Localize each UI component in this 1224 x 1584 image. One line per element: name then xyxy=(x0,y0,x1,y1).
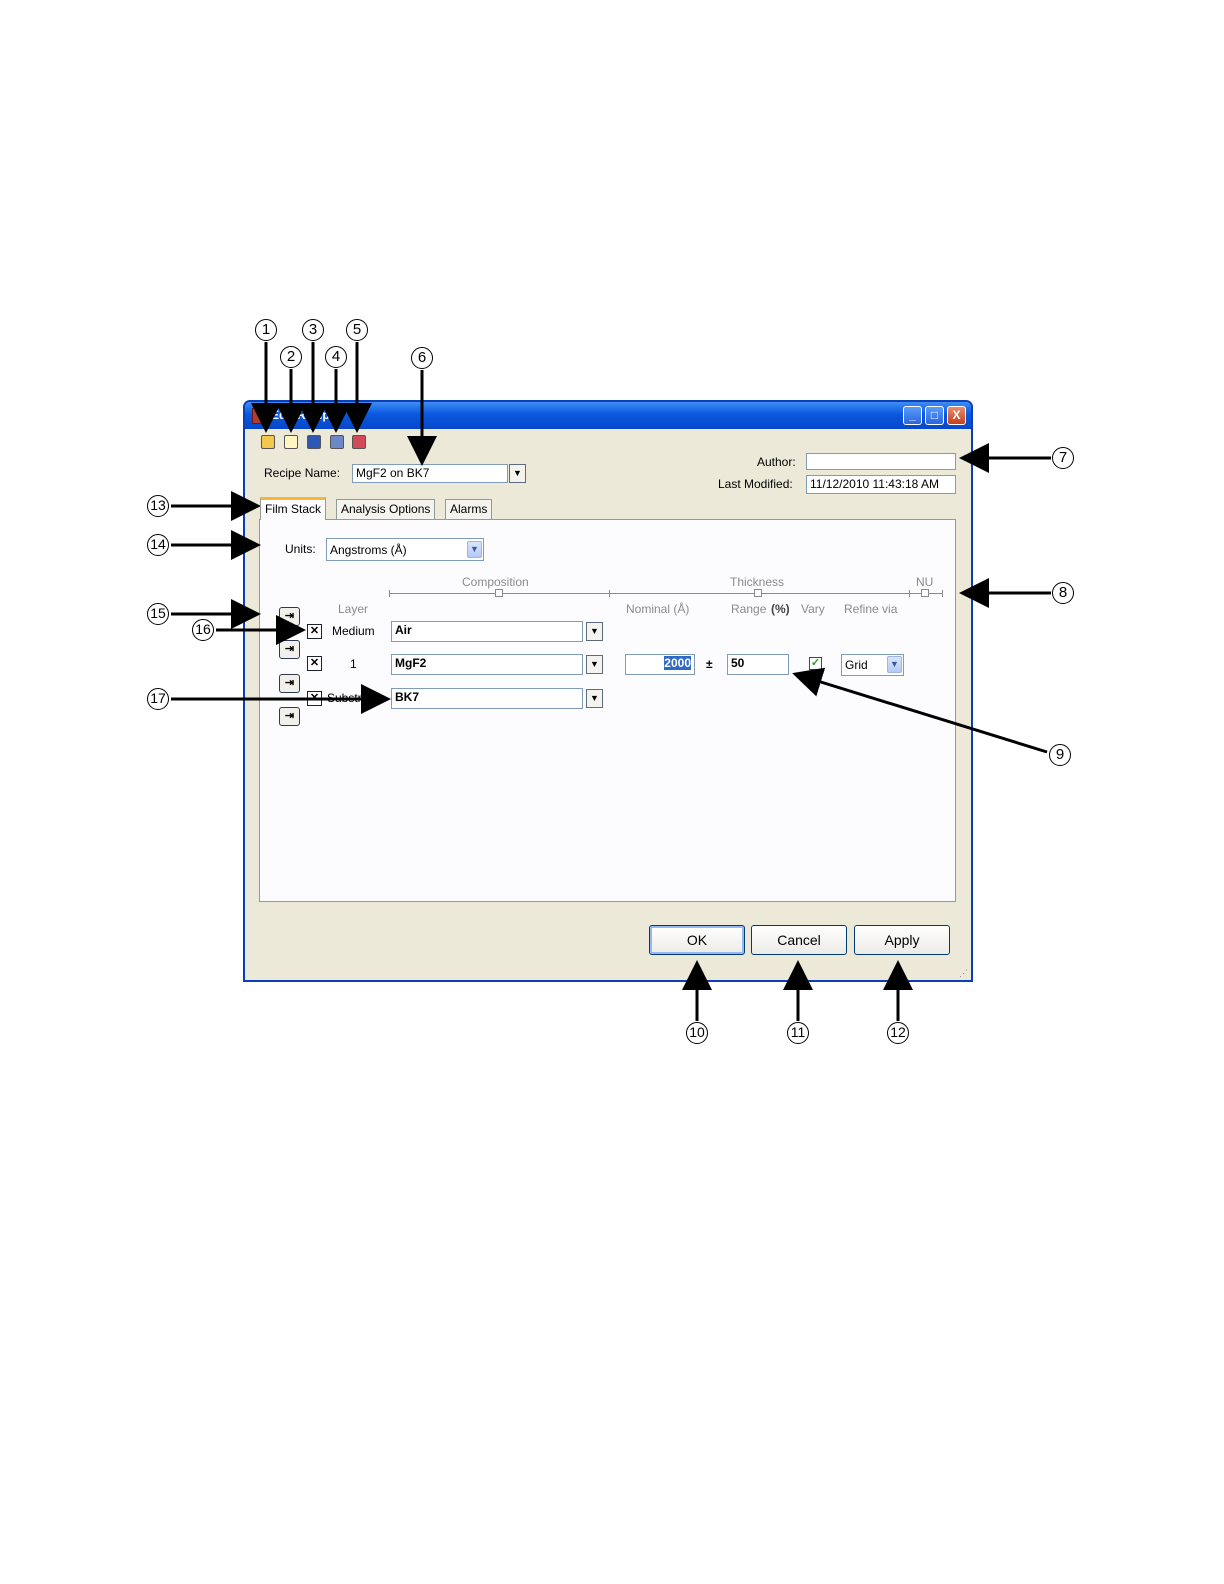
minimize-button[interactable]: _ xyxy=(903,406,922,425)
author-input[interactable] xyxy=(806,453,956,470)
material-input[interactable]: MgF2 xyxy=(391,654,583,675)
insert-layer-button[interactable]: ⇥ xyxy=(279,674,300,693)
plus-minus-symbol: ± xyxy=(706,657,713,671)
open-folder-icon[interactable] xyxy=(261,435,275,449)
insert-layer-button[interactable]: ⇥ xyxy=(279,707,300,726)
callout-16: 16 xyxy=(192,619,214,641)
material-input[interactable]: BK7 xyxy=(391,688,583,709)
units-select[interactable]: Angstroms (Å) xyxy=(326,538,484,561)
callout-8: 8 xyxy=(1052,582,1074,604)
material-dropdown[interactable]: ▼ xyxy=(586,655,603,674)
callout-13: 13 xyxy=(147,495,169,517)
delete-layer-button[interactable]: ✕ xyxy=(307,624,322,639)
recipe-name-input[interactable]: MgF2 on BK7 xyxy=(352,464,508,483)
callout-14: 14 xyxy=(147,534,169,556)
nu-header: NU xyxy=(916,575,934,589)
thickness-collapse-toggle[interactable] xyxy=(754,589,762,597)
composition-collapse-toggle[interactable] xyxy=(495,589,503,597)
last-modified-label: Last Modified: xyxy=(718,477,793,491)
apply-button[interactable]: Apply xyxy=(854,925,950,955)
range-header: Range xyxy=(731,602,767,616)
callout-4: 4 xyxy=(325,346,347,368)
new-recipe-icon[interactable] xyxy=(284,435,298,449)
material-input[interactable]: Air xyxy=(391,621,583,642)
arrow-9 xyxy=(792,667,1048,754)
callout-5: 5 xyxy=(346,319,368,341)
tab-alarms[interactable]: Alarms xyxy=(445,499,493,520)
save-icon[interactable] xyxy=(307,435,321,449)
layer-header: Layer xyxy=(338,602,369,616)
callout-10: 10 xyxy=(686,1022,708,1044)
callout-1: 1 xyxy=(255,319,277,341)
recipe-name-dropdown[interactable]: ▼ xyxy=(509,464,526,483)
composition-header: Composition xyxy=(462,575,529,589)
callout-11: 11 xyxy=(787,1022,809,1044)
header-separator-line xyxy=(389,593,943,594)
callout-6: 6 xyxy=(411,347,433,369)
callout-17: 17 xyxy=(147,688,169,710)
close-button[interactable]: X xyxy=(947,406,966,425)
tab-analysis-options[interactable]: Analysis Options xyxy=(336,499,436,520)
composition-start-tick xyxy=(389,590,390,597)
nu-collapse-toggle[interactable] xyxy=(921,589,929,597)
last-modified-value: 11/12/2010 11:43:18 AM xyxy=(806,475,956,494)
callout-15: 15 xyxy=(147,603,169,625)
thickness-header: Thickness xyxy=(730,575,785,589)
units-dropdown-button[interactable]: ▼ xyxy=(467,541,482,558)
range-input[interactable]: 50 xyxy=(727,654,789,675)
nominal-thickness-value: 2000 xyxy=(664,656,691,670)
recipe-name-label: Recipe Name: xyxy=(264,466,341,480)
callout-3: 3 xyxy=(302,319,324,341)
layer-name: 1 xyxy=(350,657,357,671)
resize-grip[interactable]: ⋰ xyxy=(959,968,968,978)
delete-recipe-icon[interactable] xyxy=(352,435,366,449)
thickness-start-tick xyxy=(609,590,610,597)
delete-layer-button[interactable]: ✕ xyxy=(307,656,322,671)
author-label: Author: xyxy=(757,455,796,469)
callout-7: 7 xyxy=(1052,447,1074,469)
tab-film-stack[interactable]: Film Stack xyxy=(260,497,327,520)
layer-name: Medium xyxy=(332,624,375,638)
nu-end-tick xyxy=(942,590,943,597)
nominal-thickness-input[interactable]: 2000 xyxy=(625,654,695,675)
callout-2: 2 xyxy=(280,346,302,368)
range-percent-header: (%) xyxy=(771,602,790,616)
nominal-header: Nominal (Å) xyxy=(626,602,690,616)
vary-header: Vary xyxy=(801,602,825,616)
refine-header: Refine via xyxy=(844,602,898,616)
refine-dropdown-button[interactable]: ▼ xyxy=(887,656,902,673)
callout-9: 9 xyxy=(1049,744,1071,766)
nu-start-tick xyxy=(909,590,910,597)
cancel-button[interactable]: Cancel xyxy=(751,925,847,955)
units-label: Units: xyxy=(285,542,316,556)
maximize-button[interactable]: □ xyxy=(925,406,944,425)
ok-button[interactable]: OK xyxy=(649,925,745,955)
save-as-icon[interactable] xyxy=(330,435,344,449)
material-dropdown[interactable]: ▼ xyxy=(586,689,603,708)
material-dropdown[interactable]: ▼ xyxy=(586,622,603,641)
callout-12: 12 xyxy=(887,1022,909,1044)
